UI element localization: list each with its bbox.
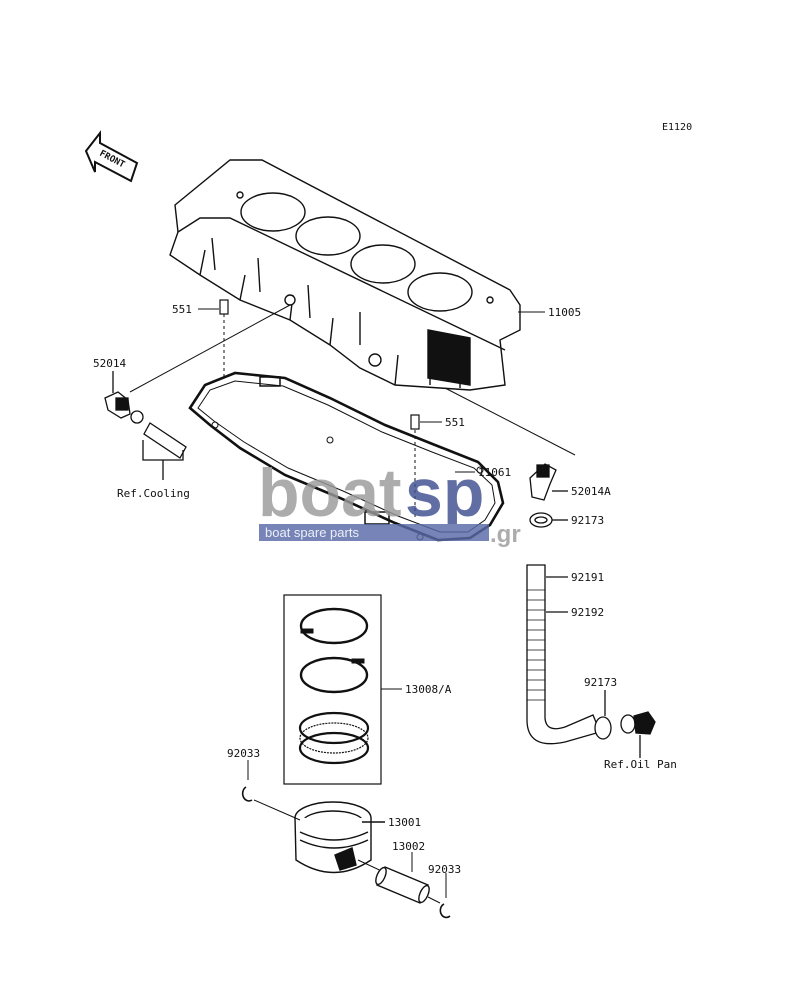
oil-hose (526, 564, 601, 745)
diagram-code: E1120 (662, 122, 692, 133)
watermark-brand-accent: sp (405, 455, 484, 531)
watermark-brand-main: boat (258, 455, 402, 531)
part-label-92173-lower: 92173 (584, 676, 617, 689)
part-label-13001: 13001 (388, 816, 421, 829)
part-label-92191: 92191 (571, 571, 604, 584)
circlip-92033-left (241, 760, 301, 821)
piston-pin (357, 852, 430, 904)
fitting-52014A (444, 387, 576, 501)
piston-ring-set (283, 594, 402, 785)
watermark-logo: boat sp .gr boat spare parts (258, 455, 521, 548)
clamp-92173-upper (529, 512, 568, 528)
watermark-tagline: boat spare parts (265, 525, 359, 540)
oil-pan-fitting (620, 711, 656, 758)
front-arrow-icon: FRONT (84, 130, 139, 183)
part-label-11005: 11005 (548, 306, 581, 319)
piston (294, 801, 385, 874)
dowel-pin-upper (198, 299, 229, 380)
part-label-92173-upper: 92173 (571, 514, 604, 527)
cylinder-block (169, 159, 521, 391)
part-label-13002: 13002 (392, 840, 425, 853)
ref-oil-pan-label: Ref.Oil Pan (604, 758, 677, 771)
watermark-brand-tld: .gr (490, 521, 521, 548)
clamp-92173-lower (594, 690, 612, 740)
part-label-551-upper: 551 (172, 303, 192, 316)
circlip-92033-right (427, 873, 451, 919)
ref-cooling-label: Ref.Cooling (117, 487, 190, 500)
part-label-92192: 92192 (571, 606, 604, 619)
head-gasket (188, 371, 505, 542)
part-label-92033-right: 92033 (428, 863, 461, 876)
part-label-92033-left: 92033 (227, 747, 260, 760)
fitting-52014 (104, 304, 291, 480)
watermark-tagline-bg (259, 524, 489, 541)
part-label-13008A: 13008/A (405, 683, 452, 696)
part-label-52014: 52014 (93, 357, 126, 370)
part-label-11061: 11061 (478, 466, 511, 479)
part-label-551-lower: 551 (445, 416, 465, 429)
part-label-52014A: 52014A (571, 485, 611, 498)
